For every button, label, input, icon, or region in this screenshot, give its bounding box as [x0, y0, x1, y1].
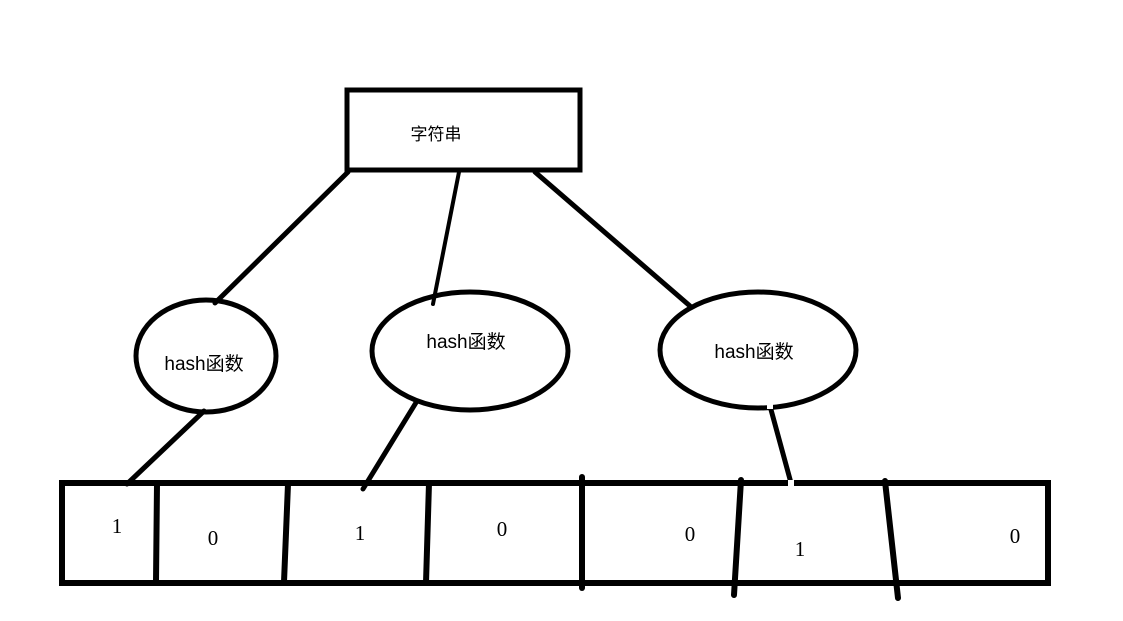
bit-array-divider-6 — [882, 478, 901, 601]
bit-cell-1-value: 1 — [112, 514, 123, 538]
line-endpoint-handle-bottom — [788, 480, 794, 486]
connector-hash1-to-array — [124, 408, 207, 487]
string-box-label: 字符串 — [411, 125, 462, 144]
connector-hash2-to-array — [360, 398, 420, 492]
line-endpoint-handle-top — [767, 403, 773, 409]
bit-array-box — [59, 480, 1051, 586]
bit-array-divider-1 — [153, 481, 160, 585]
connector-string-to-hash3 — [532, 169, 693, 309]
bit-cell-5-value: 0 — [685, 522, 696, 546]
hash-node-3 — [657, 289, 859, 411]
bit-cell-6-value: 1 — [795, 537, 806, 561]
bit-cell-7-value: 0 — [1010, 524, 1021, 548]
bit-array-divider-2 — [281, 481, 291, 585]
hash-node-2-label: hash函数 — [426, 331, 505, 353]
bit-array — [59, 474, 1051, 601]
connector-string-to-hash2 — [431, 170, 461, 306]
bit-array-divider-3 — [423, 480, 432, 586]
bit-cell-4-value: 0 — [497, 517, 508, 541]
hash-node-1-label: hash函数 — [164, 353, 243, 375]
string-box — [344, 87, 583, 173]
hash-node-3-label: hash函数 — [714, 341, 793, 363]
hash-node-2 — [369, 289, 571, 413]
connector-hash3-to-array — [767, 403, 794, 486]
bit-cell-3-value: 1 — [355, 521, 366, 545]
connector-string-to-hash1 — [212, 169, 351, 306]
bit-array-divider-5 — [731, 477, 744, 598]
bit-cell-2-value: 0 — [208, 526, 219, 550]
